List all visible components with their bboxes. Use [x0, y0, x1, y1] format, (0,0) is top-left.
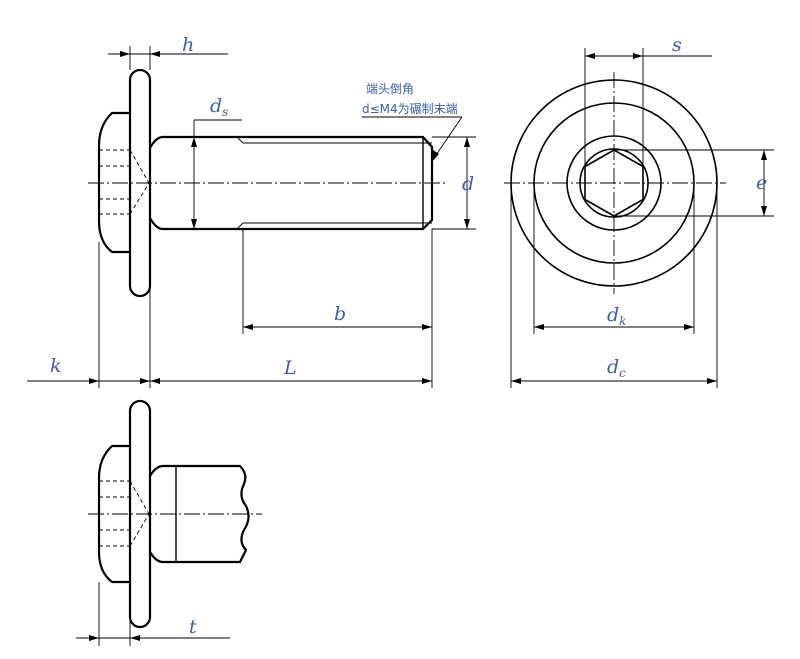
label-ds-sub: s [222, 105, 228, 119]
socket-counterbore-inner [579, 148, 649, 218]
dim-t: t [76, 582, 230, 646]
dim-h: h [108, 34, 228, 70]
label-dk-sub: k [619, 314, 626, 328]
detail-view: t [76, 399, 262, 646]
flange [128, 68, 152, 298]
label-ds-main: d [210, 95, 222, 117]
dim-k-L: k L [27, 242, 432, 388]
hex-socket-hidden [99, 149, 150, 215]
dim-ds: ds [191, 95, 242, 229]
thread-start-bottom [236, 222, 244, 230]
label-dk: dk [607, 304, 626, 328]
label-k: k [50, 355, 62, 377]
detail-hex-socket-hidden [99, 480, 150, 547]
note-line1: 端头倒角 [366, 82, 414, 96]
dim-s: s [584, 34, 712, 166]
note-line2: d≤M4为碾制末端 [362, 102, 458, 116]
detail-shank [148, 464, 250, 564]
label-s: s [672, 34, 682, 56]
side-view: h ds d 端头倒角 d≤M4为碾制末端 [27, 34, 476, 388]
label-b: b [334, 303, 346, 325]
label-e: e [756, 172, 767, 194]
label-dk-main: d [607, 304, 619, 326]
detail-flange [128, 399, 152, 629]
end-view: s e dk dc [504, 34, 774, 388]
dim-dc: dc [510, 183, 718, 388]
dim-b: b [242, 229, 433, 388]
label-h: h [182, 34, 194, 56]
label-ds: ds [210, 95, 228, 119]
label-dc-main: d [607, 356, 619, 378]
thread-start-top [236, 136, 244, 144]
detail-button-head [97, 444, 132, 584]
label-dc: dc [607, 356, 626, 380]
dim-dk: dk [533, 183, 695, 334]
label-dc-sub: c [619, 366, 626, 380]
button-head [97, 111, 132, 254]
socket-counterbore-outer [566, 135, 662, 231]
shank [148, 135, 434, 231]
chamfer-note: 端头倒角 d≤M4为碾制末端 [362, 82, 463, 162]
dim-e: e [614, 149, 774, 217]
label-d: d [462, 173, 474, 195]
label-t: t [189, 616, 197, 638]
label-L: L [283, 357, 297, 379]
dim-d: d [432, 136, 476, 230]
